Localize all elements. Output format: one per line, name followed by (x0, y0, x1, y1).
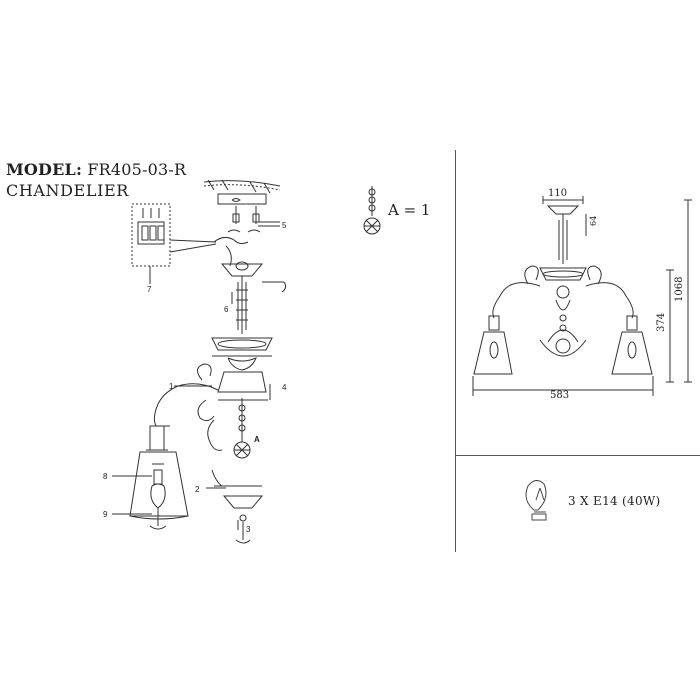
callout-5: 5 (282, 221, 287, 230)
part-a-crystal (363, 186, 381, 235)
model-label: MODEL: (6, 160, 83, 179)
bulb-icon (525, 480, 547, 521)
dim-body-height: 374 (656, 313, 667, 332)
dim-canopy-width: 110 (548, 188, 567, 199)
canopy-cup (213, 236, 287, 293)
part-a-key: A = 1 (388, 201, 431, 219)
callout-9: 9 (103, 510, 108, 519)
callout-8: 8 (103, 472, 108, 481)
bulb-spec: 3 X E14 (40W) (568, 494, 661, 508)
callout-4: 4 (282, 383, 287, 392)
lamp-arm (153, 363, 223, 451)
suspension-chain (236, 276, 248, 334)
horizontal-divider (456, 455, 700, 456)
dim-overall-width: 583 (550, 390, 569, 401)
bottom-finial (211, 469, 264, 544)
dim-chain-detail: 64 (589, 216, 598, 226)
callout-1: 1 (169, 382, 174, 391)
product-type: CHANDELIER (6, 181, 129, 200)
part-a-letter: A (254, 435, 260, 444)
callout-2: 2 (195, 485, 200, 494)
callout-leaders (112, 225, 280, 530)
callout-6: 6 (224, 305, 229, 314)
ceiling-mount (203, 179, 281, 233)
lamp-shade (129, 425, 189, 530)
terminal-block-inset (131, 203, 217, 284)
model-title: MODEL: FR405-03-R (6, 160, 186, 179)
model-code: FR405-03-R (87, 160, 187, 179)
callout-7: 7 (147, 285, 152, 294)
dimension-drawing (472, 196, 692, 396)
vertical-divider (455, 150, 456, 552)
dim-total-height: 1068 (674, 277, 685, 302)
body-top (211, 337, 273, 401)
callout-3: 3 (246, 525, 251, 534)
crystal-drop (233, 398, 251, 459)
